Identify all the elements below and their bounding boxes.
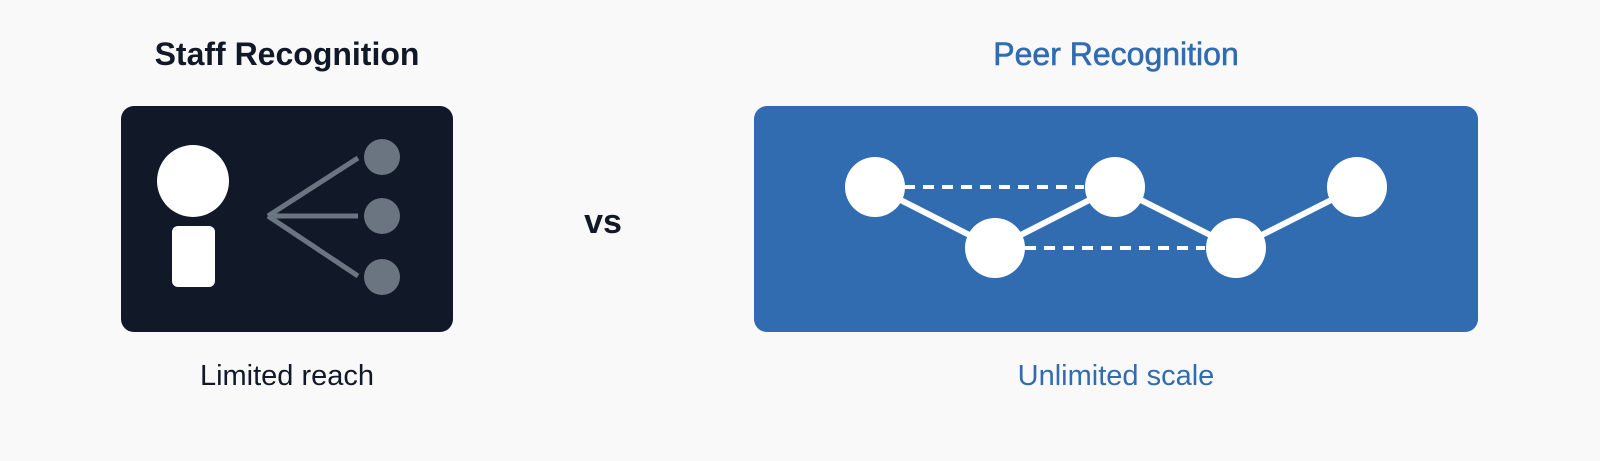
peer-nodes <box>845 157 1387 278</box>
peer-node <box>1206 218 1266 278</box>
peer-network-icon <box>754 106 1478 332</box>
staff-recognition-caption: Limited reach <box>199 360 375 392</box>
person-icon <box>157 145 229 287</box>
staff-recognition-title: Staff Recognition <box>154 36 420 72</box>
person-head <box>157 145 229 217</box>
vs-label: vs <box>584 203 622 241</box>
single-person-broadcast-icon <box>121 106 453 332</box>
peer-node <box>1085 157 1145 217</box>
recipient-dot <box>364 259 400 295</box>
recipient-dot <box>364 198 400 234</box>
peer-recognition-panel <box>754 106 1478 332</box>
recipient-dot <box>364 139 400 175</box>
peer-node <box>965 218 1025 278</box>
panel-background <box>754 106 1478 332</box>
peer-recognition-caption: Unlimited scale <box>1017 360 1215 392</box>
peer-node <box>845 157 905 217</box>
recipient-dots <box>364 139 400 295</box>
peer-node <box>1327 157 1387 217</box>
dashed-links <box>904 185 1205 250</box>
broadcast-lines <box>266 155 360 279</box>
peer-recognition-title: Peer Recognition <box>993 36 1239 72</box>
person-body <box>172 226 215 287</box>
panel-background <box>121 106 453 332</box>
staff-recognition-panel <box>121 106 453 332</box>
